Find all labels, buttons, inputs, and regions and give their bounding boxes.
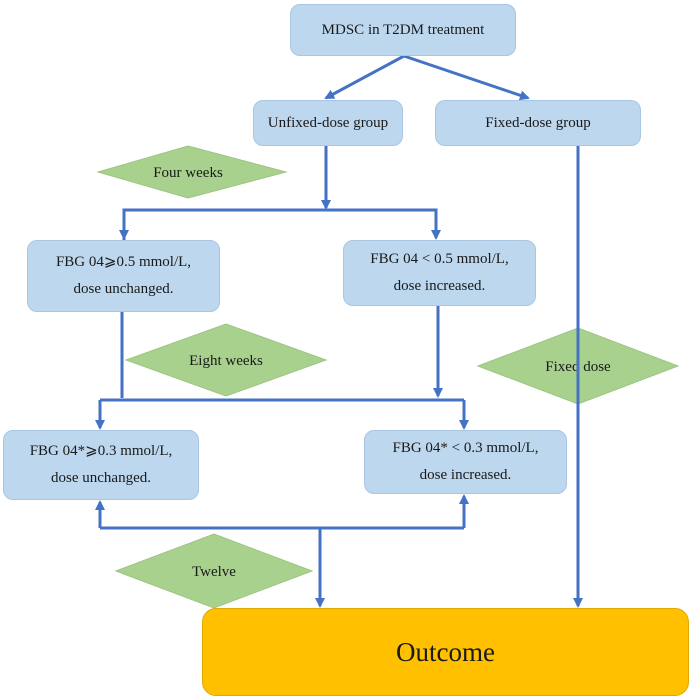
node-fbg-c-line2: dose unchanged.	[51, 470, 151, 486]
decision-four-weeks-label: Four weeks	[153, 165, 223, 181]
arrow-four-weeks-split	[122, 208, 441, 240]
node-fbg-d-line1: FBG 04* < 0.3 mmol/L,	[392, 440, 539, 456]
node-outcome: Outcome	[202, 608, 689, 696]
node-fbg-c-line1: FBG 04*⩾0.3 mmol/L,	[29, 443, 173, 459]
node-fbg-unchanged-1: FBG 04⩾0.5 mmol/L, dose unchanged.	[27, 240, 220, 312]
node-fbg-increased-2: FBG 04* < 0.3 mmol/L, dose increased.	[364, 430, 567, 494]
node-fbg-d-line2: dose increased.	[419, 467, 512, 483]
node-fbg-a-line2: dose unchanged.	[73, 281, 174, 297]
node-unfixed-label: Unfixed-dose group	[267, 114, 389, 131]
node-fbg-a-line1: FBG 04⩾0.5 mmol/L,	[55, 254, 192, 270]
node-fbg-b-line2: dose increased.	[393, 278, 486, 294]
node-root-label: MDSC in T2DM treatment	[321, 21, 485, 38]
arrow-root-to-fixed	[403, 54, 530, 101]
node-fbg-b-line1: FBG 04 < 0.5 mmol/L,	[370, 251, 509, 267]
node-root: MDSC in T2DM treatment	[290, 4, 516, 56]
node-fixed-dose-group: Fixed-dose group	[435, 100, 641, 146]
decision-twelve: Twelve	[114, 533, 314, 609]
node-unfixed-dose-group: Unfixed-dose group	[253, 100, 403, 146]
node-outcome-label: Outcome	[396, 636, 495, 667]
decision-four-weeks: Four weeks	[96, 145, 288, 199]
node-fbg-increased-1: FBG 04 < 0.5 mmol/L, dose increased.	[343, 240, 536, 306]
node-fixed-label: Fixed-dose group	[485, 114, 591, 131]
decision-twelve-label: Twelve	[192, 564, 236, 580]
decision-eight-weeks: Eight weeks	[124, 323, 328, 397]
node-fbg-unchanged-2: FBG 04*⩾0.3 mmol/L, dose unchanged.	[3, 430, 199, 500]
decision-eight-weeks-label: Eight weeks	[189, 353, 263, 369]
arrow-root-to-unfixed	[324, 54, 405, 100]
